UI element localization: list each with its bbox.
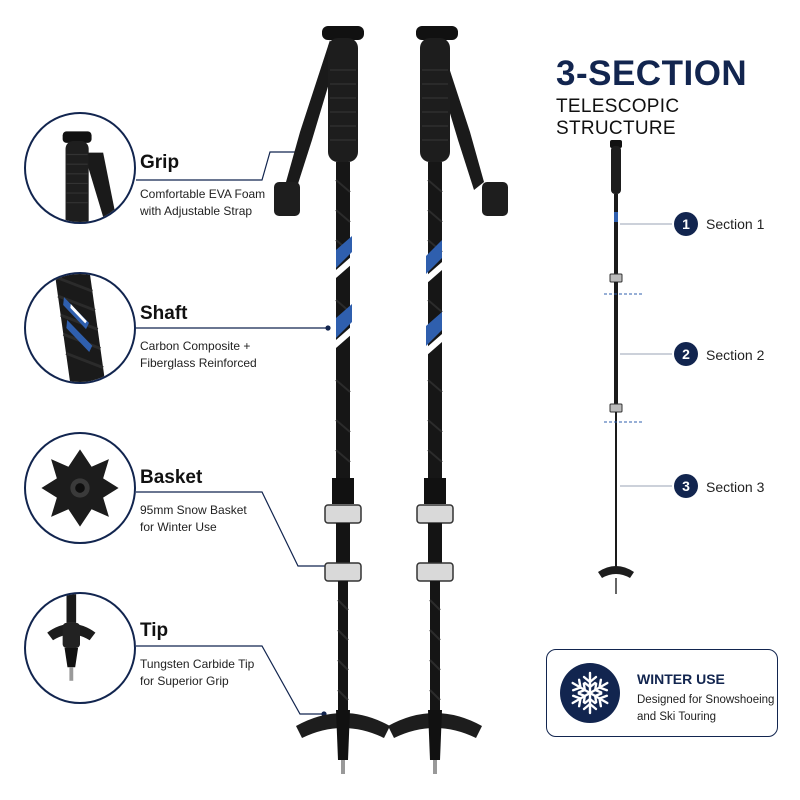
grip-closeup-icon <box>62 131 118 222</box>
grip-closeup <box>24 112 136 224</box>
left-pole <box>274 26 390 774</box>
winter-use-description: Designed for Snowshoeing and Ski Touring <box>637 694 775 723</box>
tip-connector-line <box>136 645 324 715</box>
feature-desc-shaft: Carbon Composite + Fiberglass Reinforced <box>140 339 257 370</box>
section-1-label: Section 1 <box>706 216 765 232</box>
winter-use-card: WINTER USE Designed for Snowshoeing and … <box>546 649 778 737</box>
shaft-closeup-icon <box>53 274 107 382</box>
section-2-number-badge: 2 <box>674 342 698 366</box>
section-diagram-pole <box>598 140 634 594</box>
snowflake-icon <box>560 663 620 723</box>
tip-closeup <box>24 592 136 704</box>
feature-title-basket: Basket <box>140 467 203 488</box>
section-2-label: Section 2 <box>706 347 765 363</box>
basket-closeup <box>24 432 136 544</box>
feature-title-grip: Grip <box>140 152 180 173</box>
tip-closeup-icon <box>47 594 96 681</box>
right-pole <box>388 26 508 774</box>
basket-closeup-icon <box>41 449 119 527</box>
feature-desc-basket: 95mm Snow Basket for Winter Use <box>140 503 247 534</box>
grip-connector-line <box>136 151 300 181</box>
section-3-number-badge: 3 <box>674 474 698 498</box>
page-subtitle: TELESCOPIC STRUCTURE <box>556 96 680 139</box>
feature-desc-tip: Tungsten Carbide Tip for Superior Grip <box>140 657 255 688</box>
section-1-number-badge: 1 <box>674 212 698 236</box>
section-3-label: Section 3 <box>706 479 765 495</box>
shaft-closeup <box>24 272 136 384</box>
basket-connector-line <box>136 491 328 567</box>
page-title: 3-SECTION <box>556 54 748 93</box>
feature-title-tip: Tip <box>140 620 169 641</box>
winter-use-title: WINTER USE <box>637 671 725 687</box>
feature-desc-grip: Comfortable EVA Foam with Adjustable Str… <box>140 187 266 218</box>
feature-title-shaft: Shaft <box>140 303 188 324</box>
